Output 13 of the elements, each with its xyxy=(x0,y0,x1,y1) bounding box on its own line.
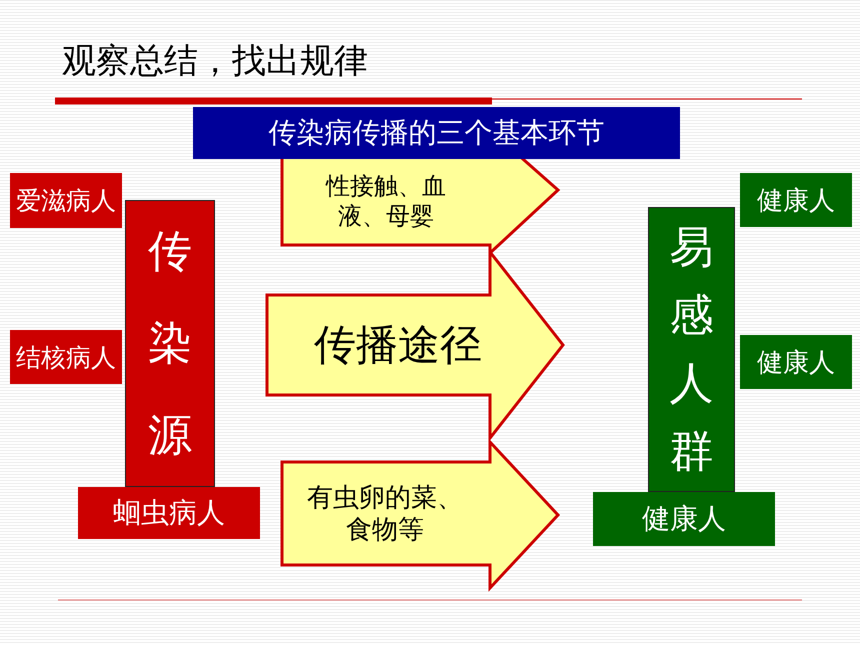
banner-text: 性接触、血液、母婴 xyxy=(324,171,447,231)
label-box: 健康人 xyxy=(740,335,852,389)
category-bar: 易感人群 xyxy=(648,207,735,492)
label-box: 健康人 xyxy=(593,492,775,546)
category-bar: 传染源 xyxy=(125,200,215,487)
banner-text: 有虫卵的菜、食物等 xyxy=(306,482,464,546)
slide-title: 观察总结，找出规律 xyxy=(62,40,368,83)
banner-text: 传播途径 xyxy=(314,319,482,372)
label-box: 结核病人 xyxy=(10,330,122,384)
title-banner: 传染病传播的三个基本环节 xyxy=(193,107,680,159)
label-box: 蛔虫病人 xyxy=(78,487,260,539)
label-box: 健康人 xyxy=(740,173,852,227)
label-box: 爱滋病人 xyxy=(10,173,122,228)
